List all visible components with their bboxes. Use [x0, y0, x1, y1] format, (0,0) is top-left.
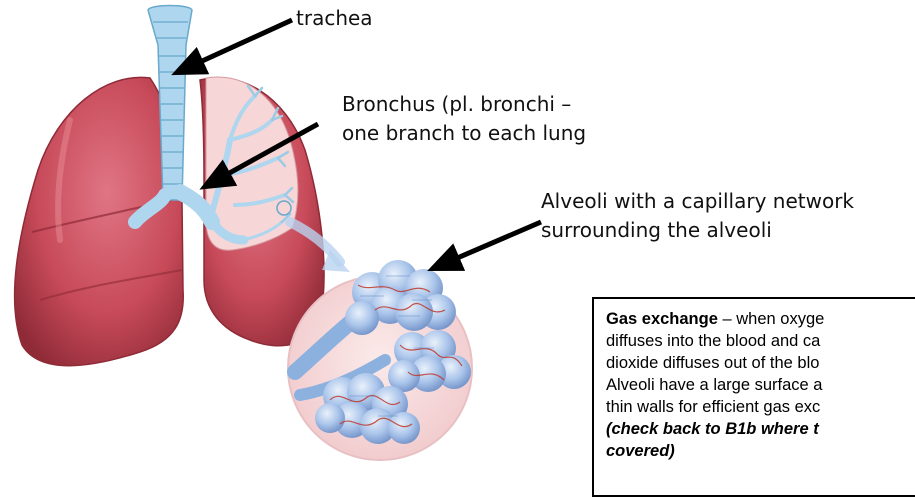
alveoli-cluster-upper [345, 260, 456, 335]
trachea-pointer-arrow [178, 20, 292, 72]
alveoli-label-line2: surrounding the alveoli [541, 216, 854, 245]
info-line-7: covered) [606, 440, 915, 462]
gas-exchange-info-box: Gas exchange – when oxyge diffuses into … [592, 297, 915, 497]
alveoli-pointer-arrow [434, 222, 541, 268]
trachea-label: trachea [296, 4, 373, 33]
left-lung [15, 77, 184, 365]
info-line-3: dioxide diffuses out of the blo [606, 352, 915, 374]
bronchus-label-line2: one branch to each lung [342, 119, 586, 148]
info-line-1-rest: – when oxyge [718, 310, 824, 328]
info-line-2: diffuses into the blood and ca [606, 330, 915, 352]
info-line-5: thin walls for efficient gas exc [606, 396, 915, 418]
alveoli-label-line1: Alveoli with a capillary network [541, 187, 854, 216]
info-line-6: (check back to B1b where t [606, 418, 915, 440]
bronchus-label: Bronchus (pl. bronchi – one branch to ea… [342, 90, 586, 148]
info-line-4: Alveoli have a large surface a [606, 374, 915, 396]
bronchus-label-line1: Bronchus (pl. bronchi – [342, 90, 586, 119]
alveoli-label: Alveoli with a capillary network surroun… [541, 187, 854, 245]
info-line-1: Gas exchange – when oxyge [606, 308, 915, 330]
right-lung [200, 77, 324, 346]
gas-exchange-term: Gas exchange [606, 310, 718, 328]
